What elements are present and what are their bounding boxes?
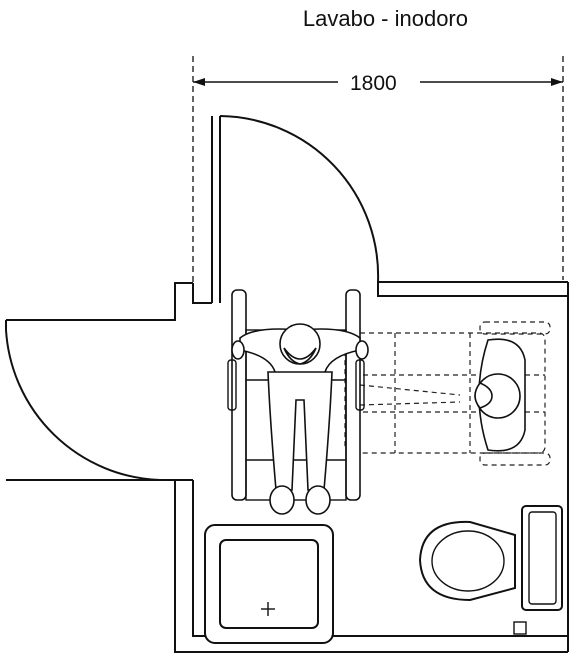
dimension-arrow-right-icon	[551, 78, 563, 86]
toilet	[418, 505, 563, 635]
figure-standing	[231, 323, 369, 515]
diagram-title: Lavabo - inodoro	[302, 6, 468, 31]
dimension-arrow-left-icon	[193, 78, 205, 86]
wheelchair-transfer-ghost	[344, 321, 551, 466]
figure-seated-transfer	[474, 338, 526, 452]
dimension-line: 1800	[192, 56, 564, 285]
dimension-label: 1800	[350, 72, 397, 95]
washbasin	[204, 524, 334, 644]
door-swing-top	[219, 115, 380, 283]
door-swing-left	[5, 320, 175, 481]
walls	[6, 116, 569, 653]
